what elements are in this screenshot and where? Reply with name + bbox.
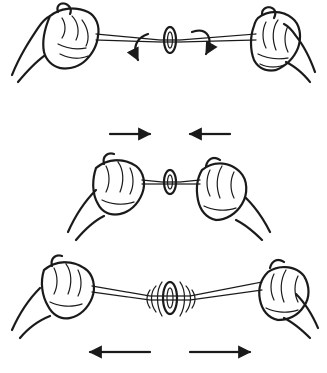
right-hand-icon: [259, 260, 318, 338]
panel-pull-apart: [12, 255, 318, 352]
right-hand-icon: [197, 158, 270, 240]
spinning-disc-icon: [147, 282, 195, 316]
left-hand-icon: [68, 153, 144, 240]
right-hand-icon: [251, 7, 315, 82]
left-hand-icon: [12, 3, 99, 82]
string-short: [142, 180, 200, 182]
panel-push-together: [68, 134, 270, 240]
panel-twist: [12, 3, 315, 82]
left-hand-icon: [12, 255, 94, 338]
rotation-arrow-right-icon: [192, 31, 210, 54]
